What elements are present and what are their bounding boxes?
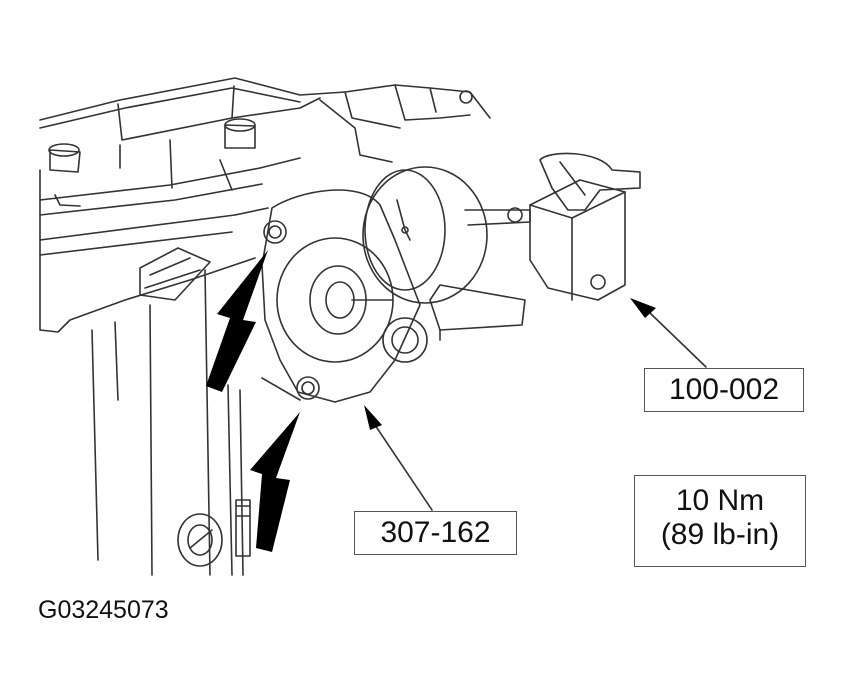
callout-tool-100-002-text: 100-002	[668, 373, 780, 406]
callout-tool-307-162: 307-162	[354, 511, 517, 555]
lower-fitting	[177, 499, 251, 567]
leader-arrowhead-307-162	[364, 405, 382, 430]
leader-line-307-162	[374, 424, 433, 511]
transmission-housing	[39, 77, 491, 576]
torque-lbin-text: (89 lb-in)	[660, 518, 780, 551]
bolt-arrow-upper	[206, 250, 268, 392]
dial-gauge	[362, 166, 531, 341]
callout-tool-307-162-text: 307-162	[380, 516, 491, 549]
leader-arrowhead-100-002	[630, 298, 656, 318]
bolt-arrow-lower	[250, 412, 300, 552]
magnetic-base-100-002	[529, 152, 641, 301]
figure-id: G03245073	[38, 596, 169, 624]
callout-tool-100-002: 100-002	[644, 368, 804, 412]
callout-torque-spec: 10 Nm (89 lb-in)	[634, 475, 806, 567]
torque-nm-text: 10 Nm	[675, 484, 765, 517]
leader-line-100-002	[649, 312, 707, 368]
adapter-plate-307-162	[261, 189, 428, 403]
